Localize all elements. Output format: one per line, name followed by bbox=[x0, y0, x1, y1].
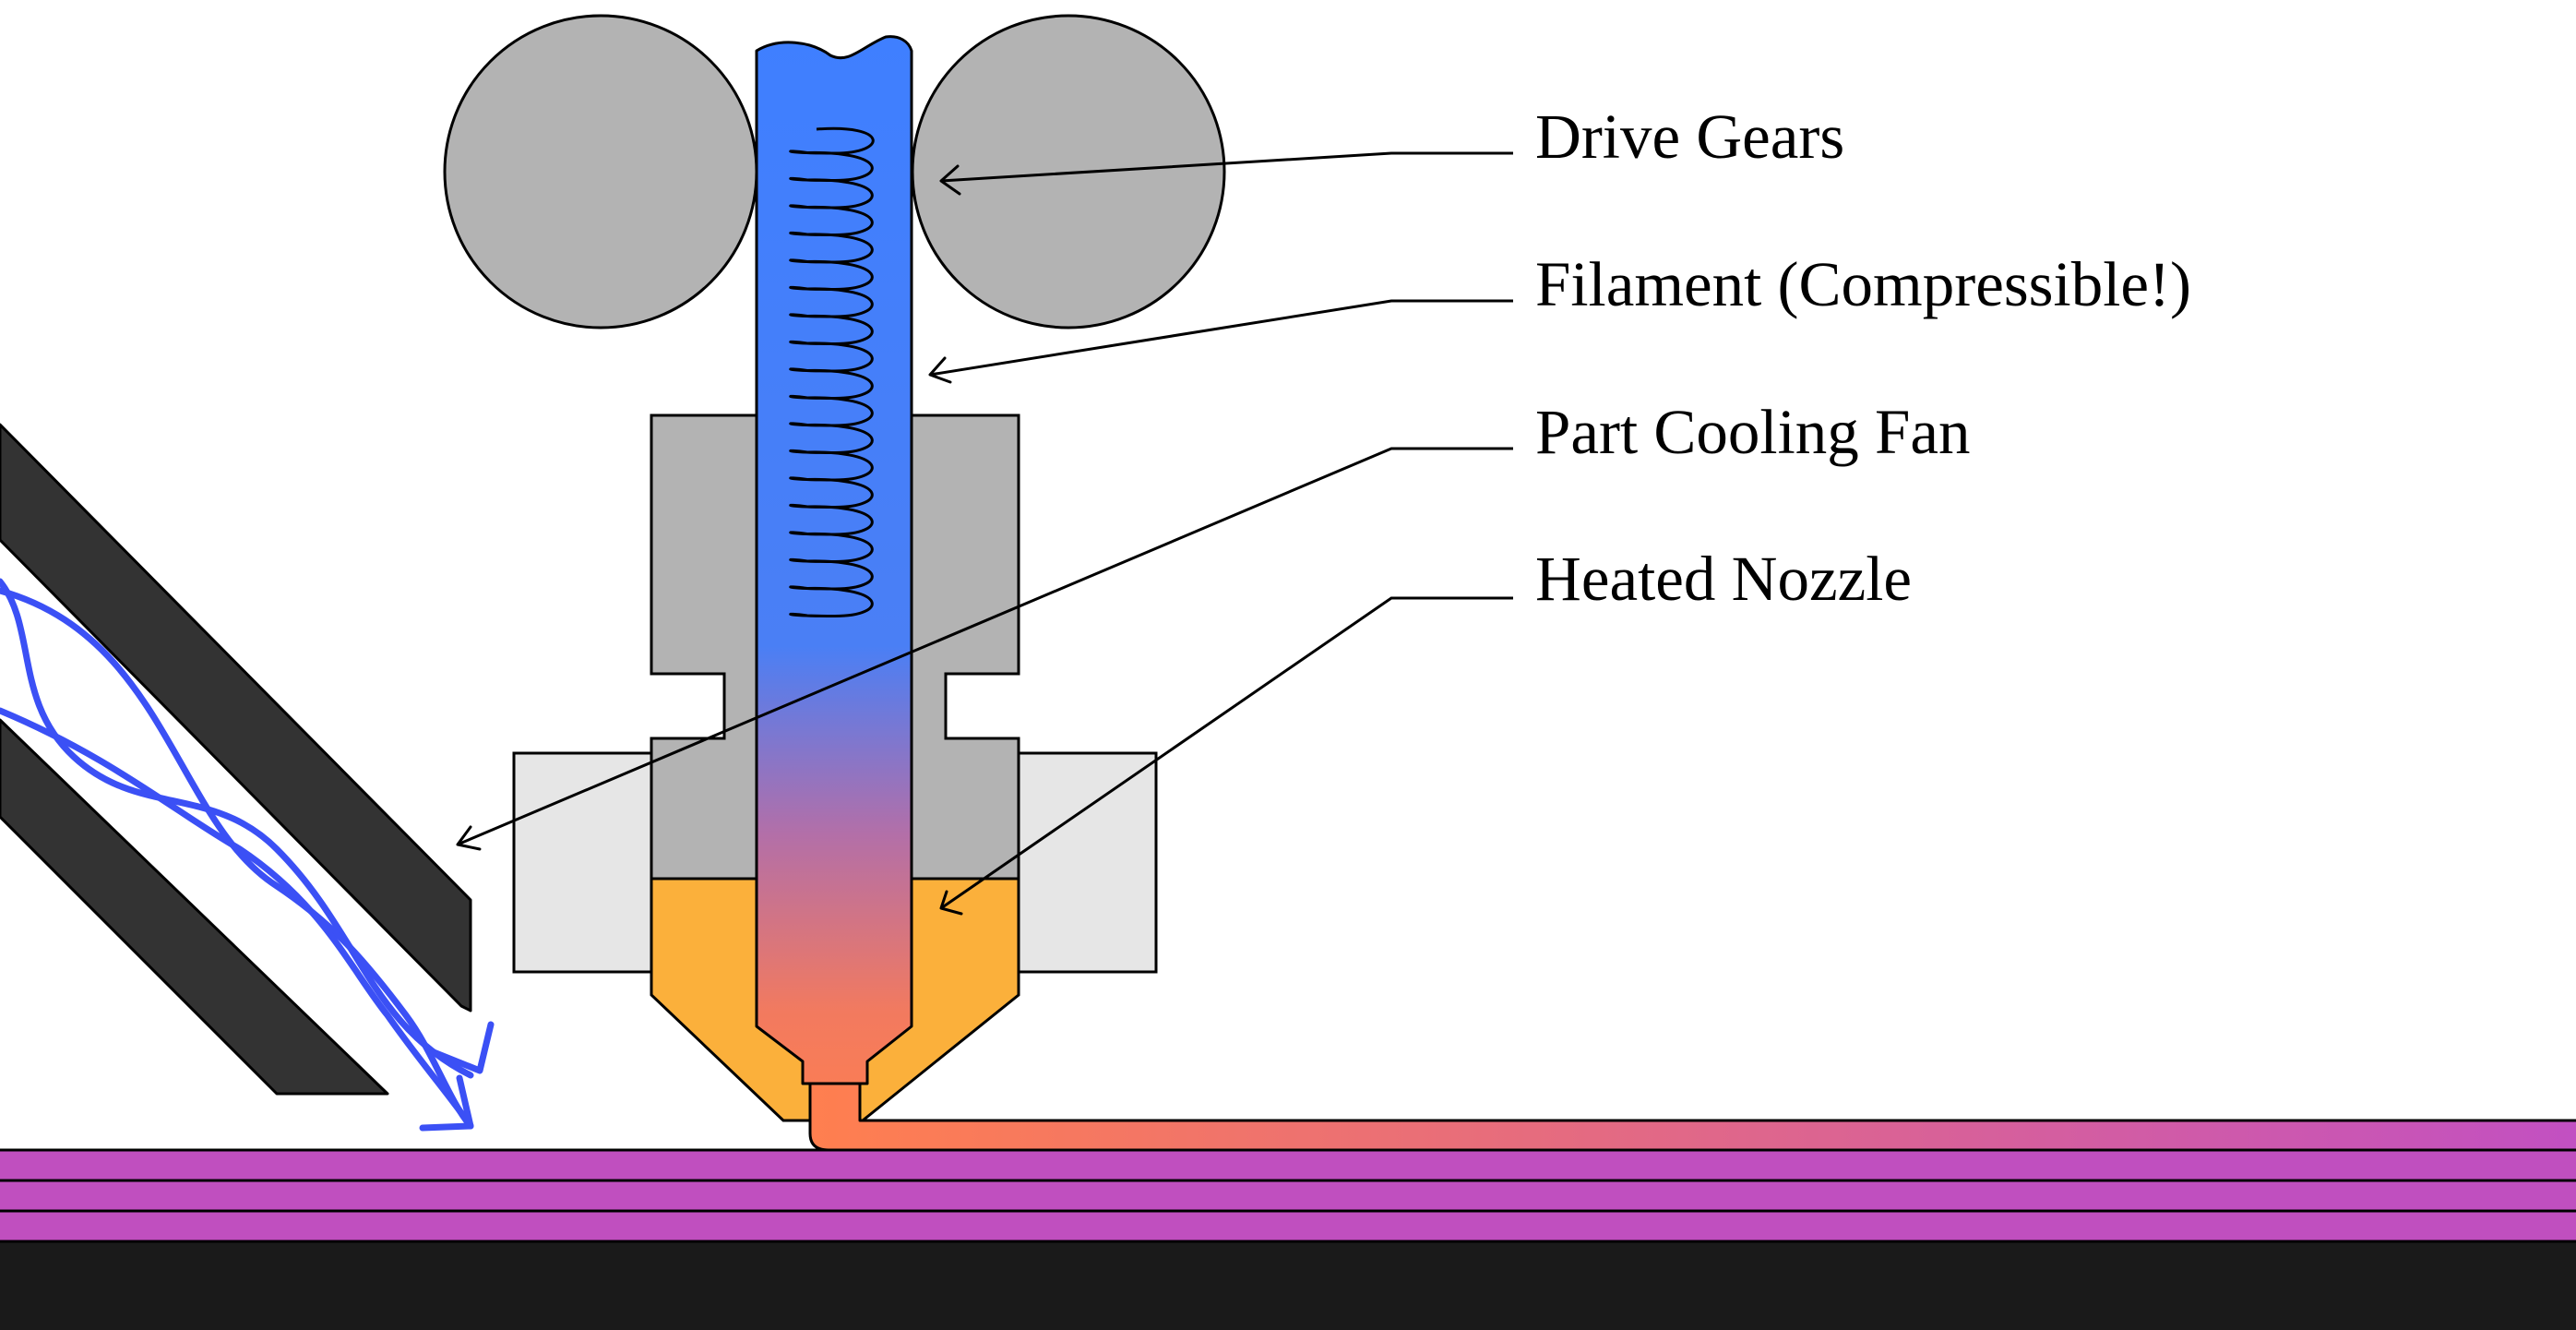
label-drive-gears: Drive Gears bbox=[1535, 102, 1844, 172]
airflow-curve bbox=[0, 578, 474, 1079]
leader-line-filament bbox=[929, 299, 1513, 377]
arrowhead-icon bbox=[456, 825, 482, 851]
cooling-fan-duct bbox=[0, 423, 472, 1096]
label-filament: Filament (Compressible!) bbox=[1535, 249, 2191, 319]
drive-gear-left bbox=[443, 14, 758, 330]
airflow-arrowhead bbox=[430, 1021, 495, 1074]
arrowhead-icon bbox=[939, 164, 961, 196]
arrowhead-icon bbox=[939, 890, 963, 916]
printed-layer bbox=[0, 1148, 2576, 1182]
label-part-cooling-fan: Part Cooling Fan bbox=[1535, 397, 1971, 467]
printed-layer bbox=[0, 1179, 2576, 1213]
heater-block-left bbox=[512, 751, 654, 974]
leader-line-heated-nozzle bbox=[940, 596, 1513, 910]
filament-compression-spring bbox=[789, 126, 875, 617]
drive-gears bbox=[443, 14, 1226, 330]
airflow-arrowhead bbox=[419, 1074, 474, 1132]
airflow-curve bbox=[0, 707, 474, 1130]
extruded-bead bbox=[808, 1082, 2576, 1152]
filament bbox=[755, 35, 913, 1085]
printed-layer bbox=[0, 1209, 2576, 1243]
labels: Drive Gears Filament (Compressible!) Par… bbox=[1535, 102, 2191, 614]
cooling-airflow bbox=[0, 578, 495, 1132]
build-plate bbox=[0, 1240, 2576, 1330]
duct-lower-wall bbox=[0, 718, 389, 1096]
leader-line-cooling-fan bbox=[457, 447, 1513, 846]
label-heated-nozzle: Heated Nozzle bbox=[1535, 544, 1912, 614]
drive-gear-right bbox=[911, 14, 1226, 330]
printed-layers bbox=[0, 1148, 2576, 1243]
leader-line-drive-gears bbox=[940, 151, 1513, 183]
leader-arrowheads bbox=[456, 164, 963, 916]
heater-block bbox=[512, 751, 1158, 974]
duct-upper-wall bbox=[0, 423, 472, 1012]
heater-block-right bbox=[1015, 751, 1158, 974]
leader-lines bbox=[457, 151, 1513, 910]
arrowhead-icon bbox=[928, 356, 952, 384]
